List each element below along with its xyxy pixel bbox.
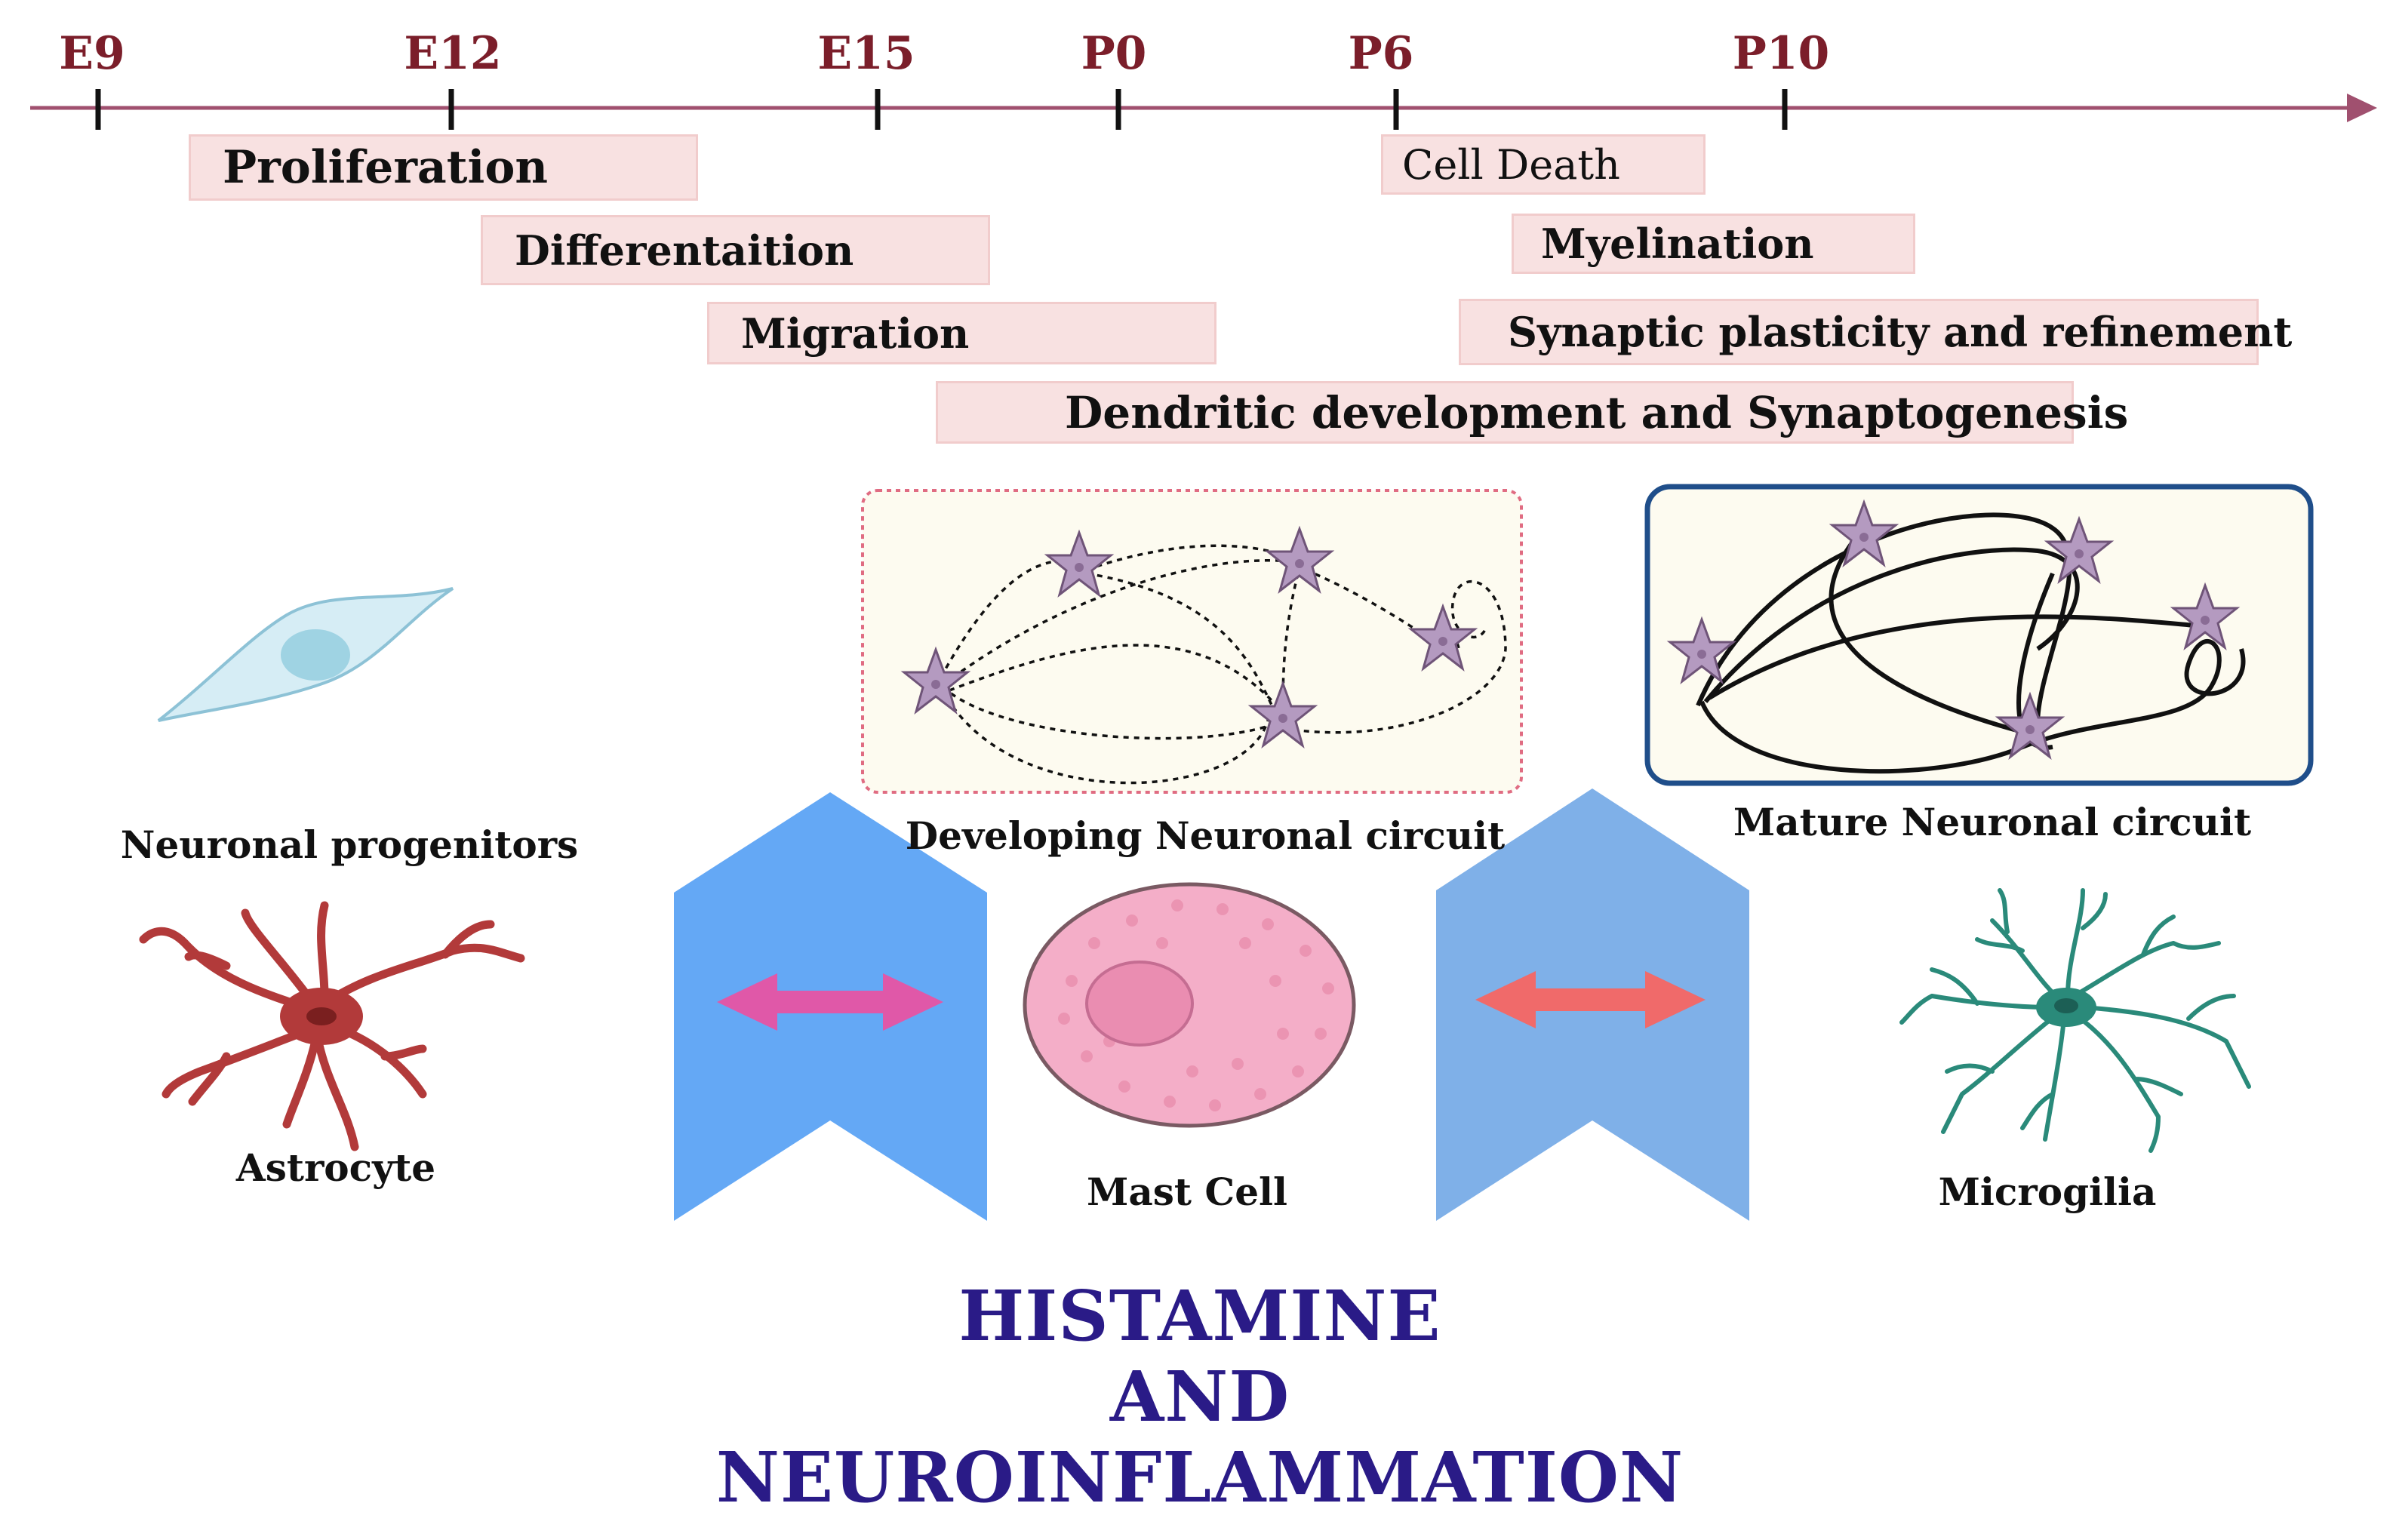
phase-migration: Migration xyxy=(707,302,1216,364)
tick-label-p0: P0 xyxy=(1081,27,1147,80)
phase-proliferation: Proliferation xyxy=(189,134,698,201)
label-microglia: Microgilia xyxy=(1938,1170,2157,1214)
mast-cell-icon xyxy=(1023,882,1356,1128)
headline-line-2: AND xyxy=(1109,1356,1290,1437)
timeline-axis xyxy=(30,89,2377,130)
label-astrocyte: Astrocyte xyxy=(235,1145,436,1190)
label-developing-circuit: Developing Neuronal circuit xyxy=(905,813,1506,858)
phase-dendritic-synaptogenesis: Dendritic development and Synaptogenesis xyxy=(936,381,2128,444)
double-arrow-icon xyxy=(717,973,943,1031)
label-neuronal-progenitors: Neuronal progenitors xyxy=(120,822,579,867)
double-arrow-icon xyxy=(1475,971,1706,1028)
microglia-icon xyxy=(1899,888,2251,1153)
phase-myelination: Myelination xyxy=(1512,214,1915,274)
phase-differentiation: Differentaition xyxy=(481,215,990,285)
headline-line-3: NEUROINFLAMMATION xyxy=(715,1437,1684,1518)
developing-circuit-box xyxy=(861,489,1523,794)
tick-label-p10: P10 xyxy=(1732,27,1830,80)
label-mature-circuit: Mature Neuronal circuit xyxy=(1733,800,2252,844)
phase-synaptic-plasticity: Synaptic plasticity and refinement xyxy=(1459,299,2292,365)
tick-label-e9: E9 xyxy=(59,27,125,80)
tick-label-e12: E12 xyxy=(404,27,502,80)
tick-label-e15: E15 xyxy=(817,27,915,80)
right-chevron-icon xyxy=(1436,788,1749,1221)
label-mast-cell: Mast Cell xyxy=(1087,1170,1287,1214)
phase-cell-death: Cell Death xyxy=(1381,134,1706,195)
mature-circuit-box xyxy=(1644,484,2314,786)
tick-label-p6: P6 xyxy=(1348,27,1414,80)
progenitor-cell-icon xyxy=(157,587,454,722)
headline-line-1: HISTAMINE xyxy=(958,1275,1441,1357)
left-chevron-icon xyxy=(674,792,987,1221)
